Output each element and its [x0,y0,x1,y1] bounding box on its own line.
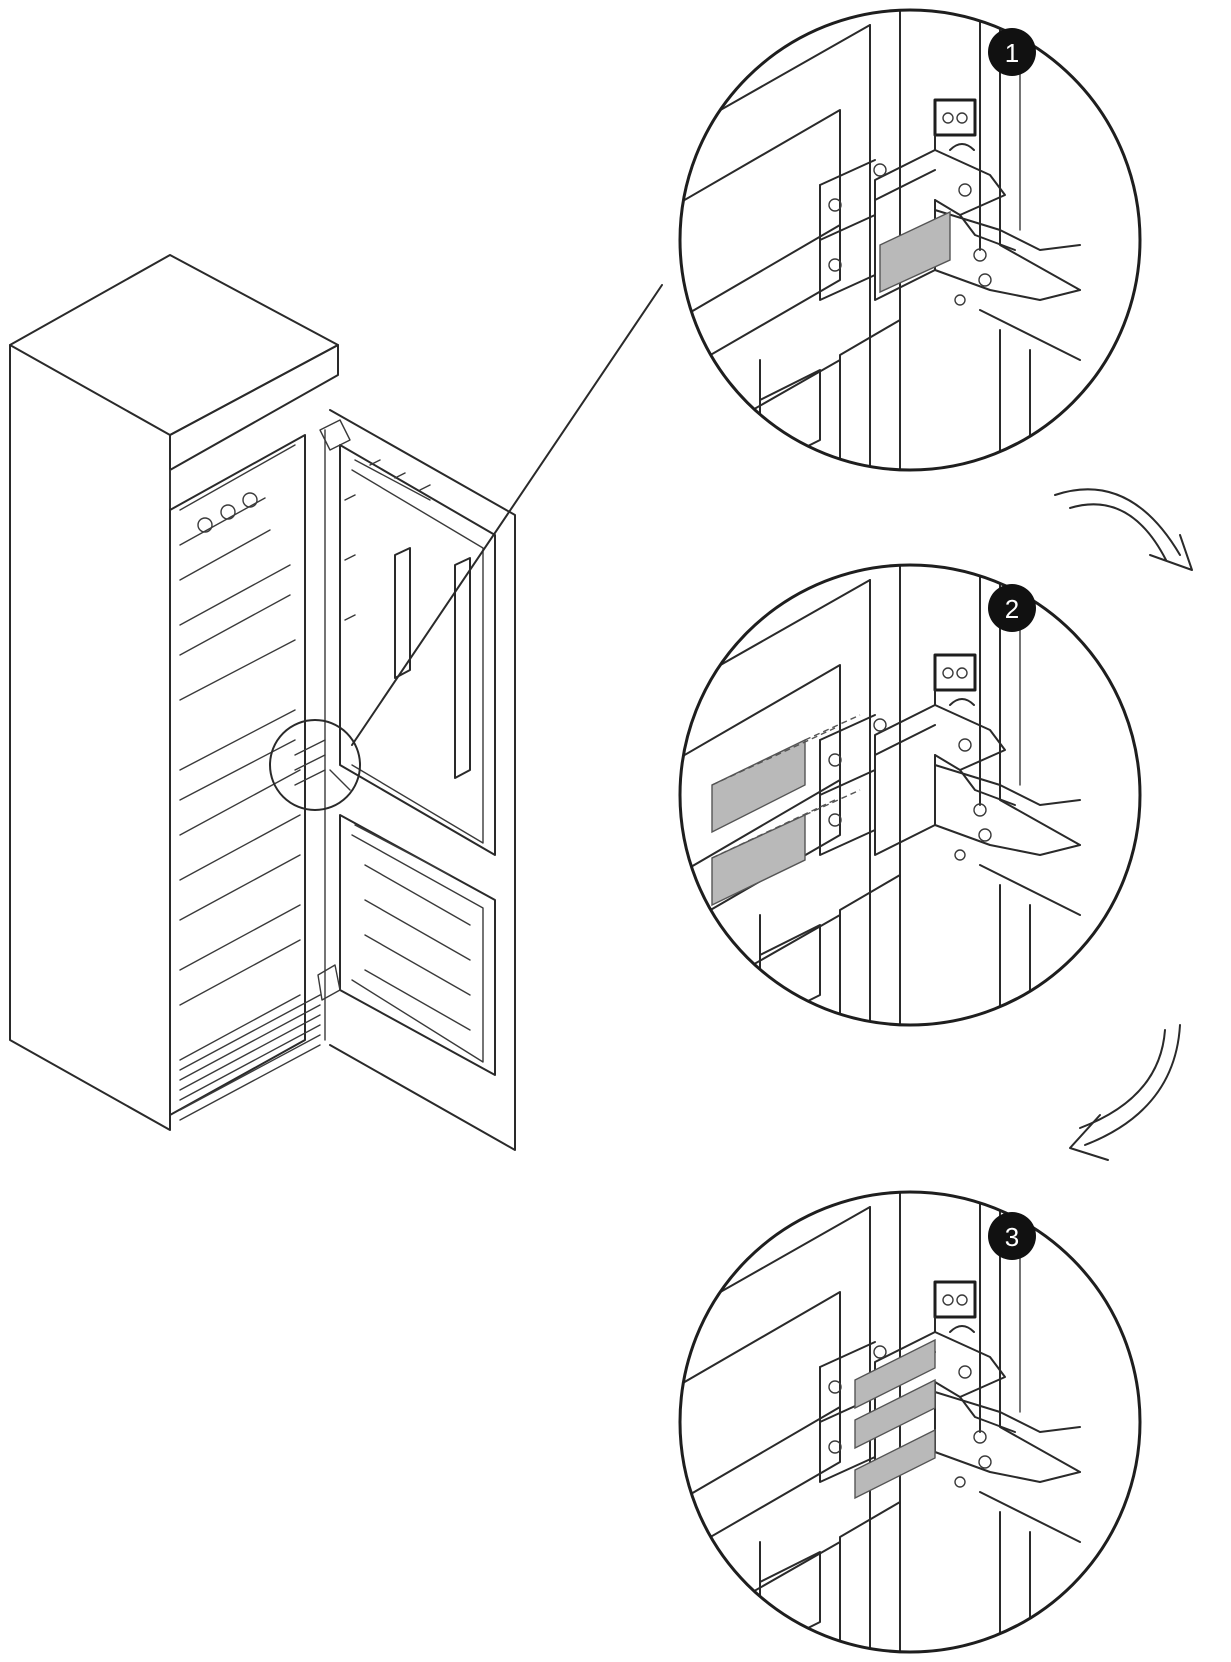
shim-plate [879,210,951,294]
step-badge-3: 3 [988,1212,1036,1260]
step-badge-2: 2 [988,584,1036,632]
arrow-step1-to-step2 [1054,488,1193,571]
shim-fitted-middle [854,1378,936,1450]
shim-fitted-top [854,1338,936,1410]
step-badge-1: 1 [988,28,1036,76]
svg-text:1: 1 [1005,38,1019,68]
fridge-cabinet-illustration [9,254,516,1151]
svg-text:3: 3 [1005,1222,1019,1252]
magnifier-circle [269,719,361,811]
arrow-step2-to-step3 [1069,1024,1181,1161]
shim-fitted-bottom [854,1428,936,1500]
shim-plate-upper [711,738,806,834]
svg-text:2: 2 [1005,594,1019,624]
zoom-step-1: 1 [678,8,1142,472]
zoom-step-3: 3 [678,1190,1142,1654]
callout-line [351,284,663,746]
shim-plate-lower [711,813,806,907]
zoom-step-2: 2 [678,563,1142,1027]
